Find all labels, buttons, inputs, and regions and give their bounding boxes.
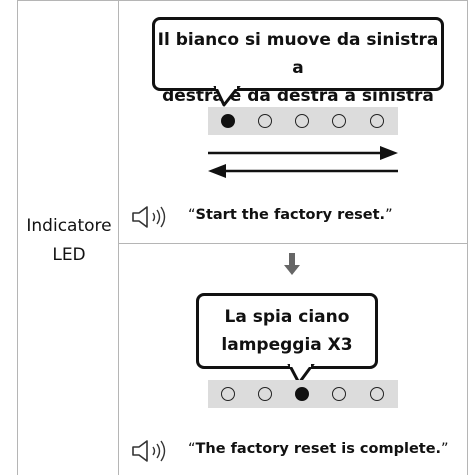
step1-led-bar: [208, 107, 398, 135]
step2-voice-message: “The factory reset is complete.”: [188, 441, 449, 457]
step1-voice-message: “Start the factory reset.”: [188, 207, 393, 223]
open-quote: “: [188, 207, 196, 223]
step2-callout-line2: lampeggia X3: [221, 335, 353, 355]
step1-callout-line1: Il bianco si muove da sinistra a: [157, 30, 439, 78]
table-row-divider: [118, 243, 468, 244]
step1-led-4: [332, 114, 346, 128]
step1-callout: Il bianco si muove da sinistra a destra …: [152, 17, 444, 106]
step2-led-2: [258, 387, 272, 401]
step1-voice-text: Start the factory reset.: [195, 207, 386, 223]
step2-callout-line1: La spia ciano: [224, 307, 350, 327]
step1-led-5: [370, 114, 384, 128]
step2-led-3: [295, 387, 309, 401]
step2-led-bar: [208, 380, 398, 408]
step2-led-5: [370, 387, 384, 401]
table-border-left: [17, 0, 18, 475]
step2-led-1: [221, 387, 235, 401]
open-quote: “: [188, 441, 196, 457]
step2-callout: La spia ciano lampeggia X3: [196, 293, 378, 369]
step2-voice-text: The factory reset is complete.: [195, 441, 442, 457]
left-arrow-icon: [208, 164, 398, 178]
step1-led-2: [258, 114, 272, 128]
table-column-divider: [118, 0, 119, 475]
step2-led-4: [332, 387, 346, 401]
close-quote: ”: [385, 207, 393, 223]
table-border-top: [17, 0, 468, 1]
step2-callout-tail: [287, 364, 315, 385]
speaker-icon: [132, 206, 166, 228]
down-arrow-icon: [284, 253, 300, 275]
step1-callout-tail: [213, 86, 241, 107]
close-quote: ”: [441, 441, 449, 457]
right-arrow-icon: [208, 146, 398, 160]
led-indicator-label: Indicatore LED: [14, 212, 124, 270]
led-indicator-label-line2: LED: [52, 245, 86, 265]
speaker-icon: [132, 440, 166, 462]
step1-callout-line2: destra e da destra a sinistra: [162, 86, 434, 106]
step1-led-1: [221, 114, 235, 128]
step1-led-3: [295, 114, 309, 128]
led-indicator-label-line1: Indicatore: [26, 216, 112, 236]
